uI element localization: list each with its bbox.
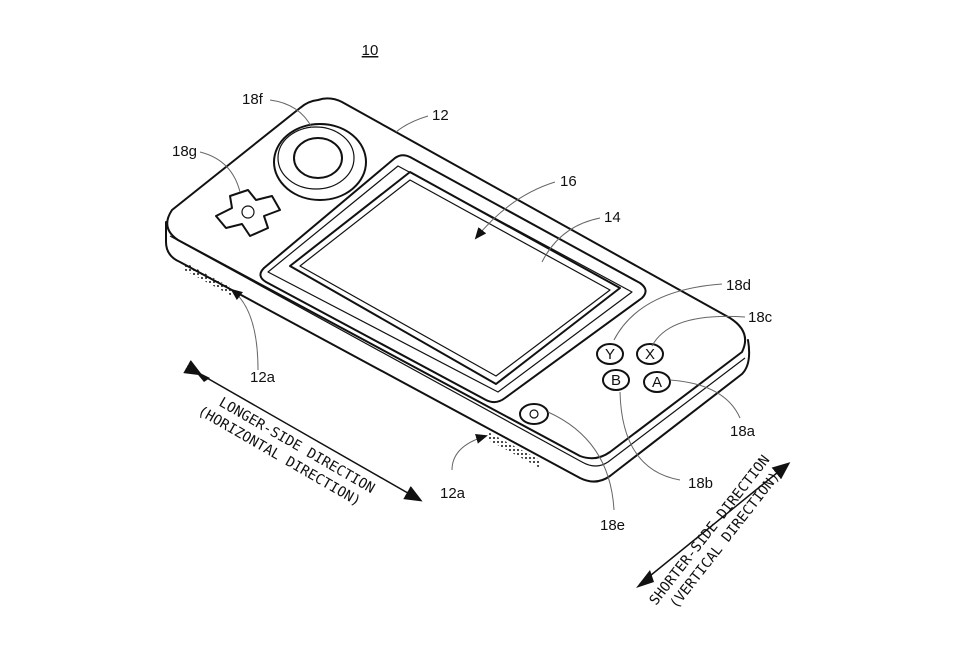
housing-edge-line [169,235,746,467]
button-a-glyph: A [652,374,662,391]
label-button-x: 18c [748,309,773,326]
analog-stick[interactable] [273,123,367,201]
button-b-glyph: B [611,372,621,389]
label-dpad: 18g [172,143,197,160]
shorter-arrow-head-start [636,570,654,588]
label-button-a: 18a [730,423,756,440]
label-button-b: 18b [688,475,713,492]
button-y-glyph: Y [605,346,615,363]
leader-lines [199,99,746,511]
button-a[interactable]: A [643,371,671,393]
label-home-button: 18e [600,517,625,534]
home-button[interactable] [519,403,549,425]
speaker-grille-bottom [488,432,540,468]
display-panel-inner [267,165,633,393]
longer-side-arrow [183,360,423,502]
shorter-side-arrow [639,462,791,585]
shorter-side-line2: (VERTICAL DIRECTION) [667,469,783,612]
label-speaker-bottom: 12a [440,485,466,502]
label-speaker-left: 12a [250,369,276,386]
label-device: 10 [362,42,379,59]
label-screen: 16 [560,173,577,190]
screen-inner [299,179,611,377]
button-y[interactable]: Y [596,343,624,365]
dpad[interactable] [215,189,281,237]
housing-top-face [166,97,746,460]
label-display-panel: 14 [604,209,621,226]
housing-side [165,221,751,483]
label-housing: 12 [432,107,449,124]
longer-side-label: LONGER-SIDE DIRECTION (HORIZONTAL DIRECT… [195,395,377,510]
button-b[interactable]: B [602,369,630,391]
label-button-y: 18d [726,277,751,294]
shorter-side-label: SHORTER-SIDE DIRECTION (VERTICAL DIRECTI… [647,452,784,612]
longer-side-line1: LONGER-SIDE DIRECTION [216,395,377,497]
button-x[interactable]: X [636,343,664,365]
display-panel [259,154,647,404]
speaker-grille-left [184,262,232,296]
button-x-glyph: X [645,346,655,363]
longer-arrow-head-start [194,370,210,382]
label-analog-stick: 18f [242,91,264,108]
